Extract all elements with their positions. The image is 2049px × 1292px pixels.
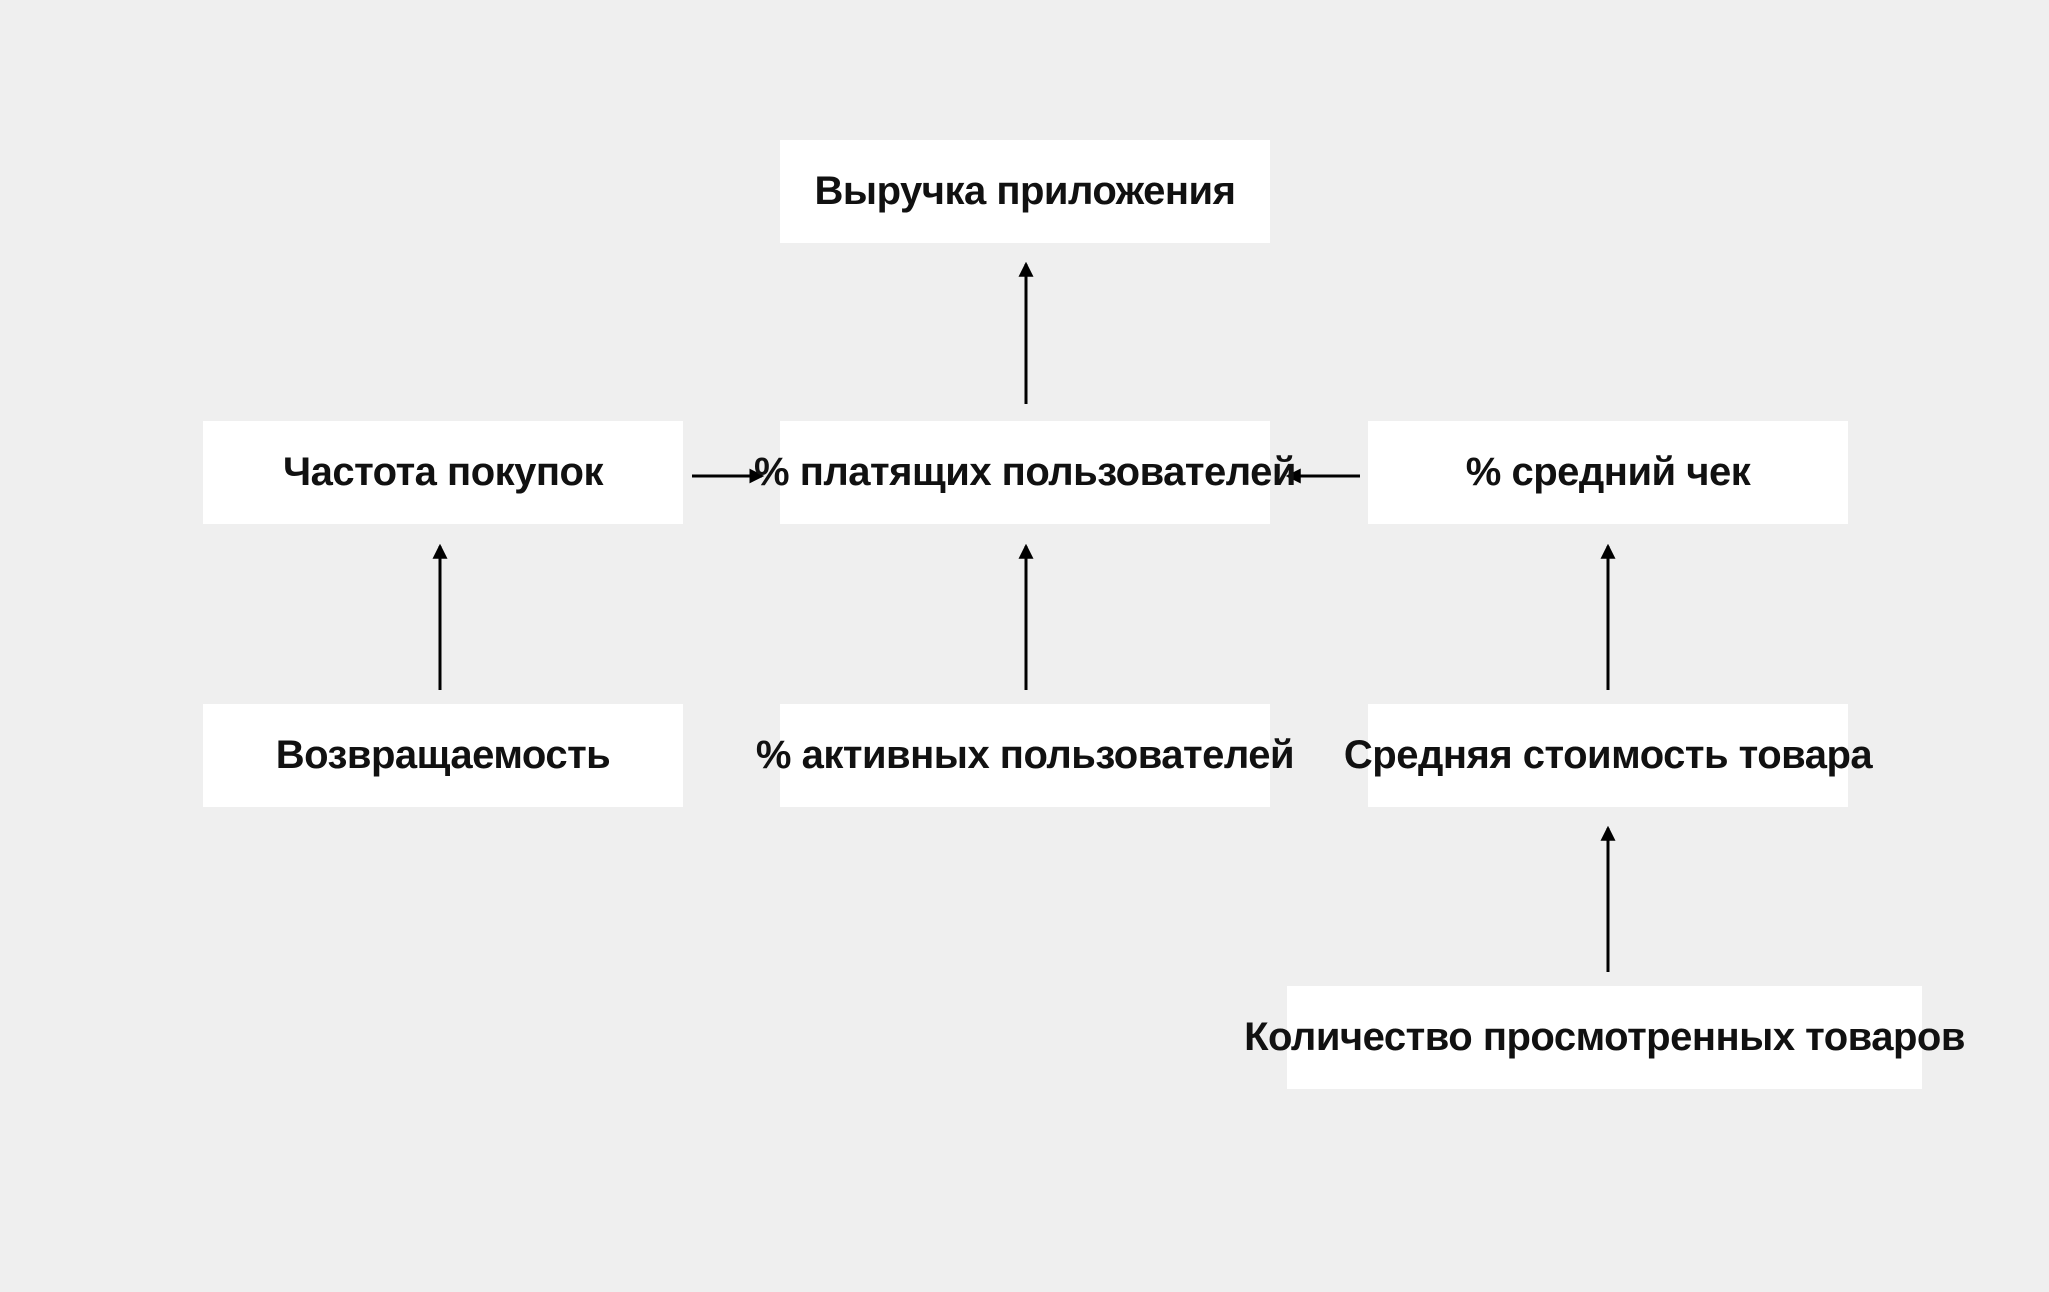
node-avg-check-label: % средний чек [1465, 450, 1751, 494]
node-retention: Возвращаемость [203, 704, 683, 807]
node-purchase-frequency-label: Частота покупок [282, 450, 604, 494]
node-active-users: % активных пользователей [756, 704, 1295, 807]
node-avg-item-price-label: Средняя стоимость товара [1343, 733, 1873, 777]
node-active-users-label: % активных пользователей [755, 733, 1295, 777]
node-avg-item-price: Средняя стоимость товара [1344, 704, 1873, 807]
node-retention-label: Возвращаемость [275, 733, 611, 777]
node-viewed-items-label: Количество просмотренных товаров [1244, 1015, 1965, 1059]
node-viewed-items: Количество просмотренных товаров [1244, 986, 1965, 1089]
node-avg-check: % средний чек [1368, 421, 1848, 524]
node-revenue: Выручка приложения [780, 140, 1270, 243]
node-paying-users-label: % платящих пользователей [754, 450, 1296, 494]
node-revenue-label: Выручка приложения [814, 169, 1236, 213]
node-paying-users: % платящих пользователей [754, 421, 1296, 524]
node-purchase-frequency: Частота покупок [203, 421, 683, 524]
